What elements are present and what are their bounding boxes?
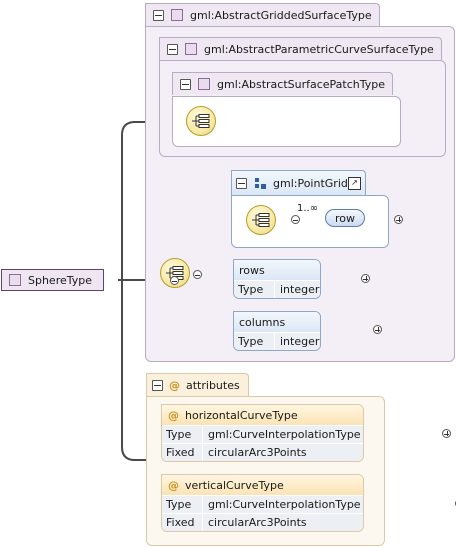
attributes-tab[interactable]: @ attributes	[146, 373, 249, 396]
collapse-icon[interactable]	[193, 270, 202, 279]
gridded-surface-type-label: gml:AbstractGriddedSurfaceType	[190, 8, 372, 22]
attribute-icon: @	[168, 478, 179, 492]
collapse-icon[interactable]	[290, 215, 300, 224]
collapse-icon[interactable]	[236, 177, 247, 189]
parametric-curve-surface-type-tab[interactable]: gml:AbstractParametricCurveSurfaceType	[159, 37, 442, 60]
attribute-name: verticalCurveType	[185, 478, 284, 492]
type-value: gml:CurveInterpolationType	[202, 426, 361, 443]
point-grid-label: gml:PointGrid	[273, 176, 348, 190]
type-value: integer	[274, 281, 319, 298]
complex-type-icon	[198, 78, 210, 90]
sequence-compositor[interactable]	[246, 205, 276, 235]
root-type-label: SphereType	[28, 273, 93, 287]
fixed-key: Fixed	[166, 516, 195, 529]
root-type[interactable]: SphereType	[1, 269, 104, 291]
complex-type-icon	[171, 9, 183, 21]
fixed-value: circularArc3Points	[202, 444, 307, 461]
collapse-icon[interactable]	[152, 379, 163, 391]
type-key: Type	[166, 498, 192, 511]
horizontal-curve-type-attribute[interactable]: @ horizontalCurveType Type gml:CurveInte…	[161, 404, 364, 462]
columns-element[interactable]: columns Type integer	[233, 311, 321, 351]
complex-type-icon	[9, 274, 21, 286]
attribute-name: horizontalCurveType	[185, 408, 298, 422]
fixed-value: circularArc3Points	[202, 514, 307, 531]
type-key: Type	[238, 283, 264, 296]
attribute-icon: @	[169, 378, 180, 392]
gridded-surface-type-tab[interactable]: gml:AbstractGriddedSurfaceType	[145, 3, 380, 26]
point-grid-tab[interactable]: gml:PointGrid ↗	[231, 170, 366, 195]
sequence-icon	[252, 213, 270, 227]
sequence-compositor[interactable]	[186, 106, 216, 136]
type-key: Type	[166, 428, 192, 441]
rows-label: rows	[239, 263, 265, 277]
rows-element[interactable]: rows Type integer	[233, 259, 321, 299]
row-element[interactable]: row	[325, 209, 365, 227]
row-cardinality: 1..∞	[297, 203, 319, 214]
attribute-icon: @	[168, 408, 179, 422]
vertical-curve-type-attribute[interactable]: @ verticalCurveType Type gml:CurveInterp…	[161, 474, 364, 532]
type-value: gml:CurveInterpolationType	[202, 496, 361, 513]
parametric-curve-surface-type-label: gml:AbstractParametricCurveSurfaceType	[204, 42, 434, 56]
element-group-icon	[255, 177, 267, 189]
collapse-icon[interactable]	[180, 78, 191, 90]
type-value: integer	[274, 333, 319, 350]
columns-label: columns	[239, 315, 286, 329]
complex-type-icon	[185, 43, 197, 55]
expand-icon[interactable]	[360, 274, 370, 283]
attributes-label: attributes	[186, 378, 240, 392]
expand-icon[interactable]	[373, 325, 382, 334]
surface-patch-type-tab[interactable]: gml:AbstractSurfacePatchType	[172, 72, 394, 95]
type-key: Type	[238, 335, 264, 348]
surface-patch-type-label: gml:AbstractSurfacePatchType	[217, 77, 386, 91]
collapse-icon[interactable]	[169, 276, 179, 285]
expand-icon[interactable]	[442, 429, 451, 438]
fixed-key: Fixed	[166, 446, 195, 459]
expand-icon[interactable]	[394, 215, 403, 224]
collapse-icon[interactable]	[153, 9, 164, 21]
reference-link-icon[interactable]: ↗	[348, 176, 361, 190]
row-label: row	[334, 211, 355, 225]
collapse-icon[interactable]	[167, 43, 178, 55]
sequence-icon	[192, 114, 210, 128]
